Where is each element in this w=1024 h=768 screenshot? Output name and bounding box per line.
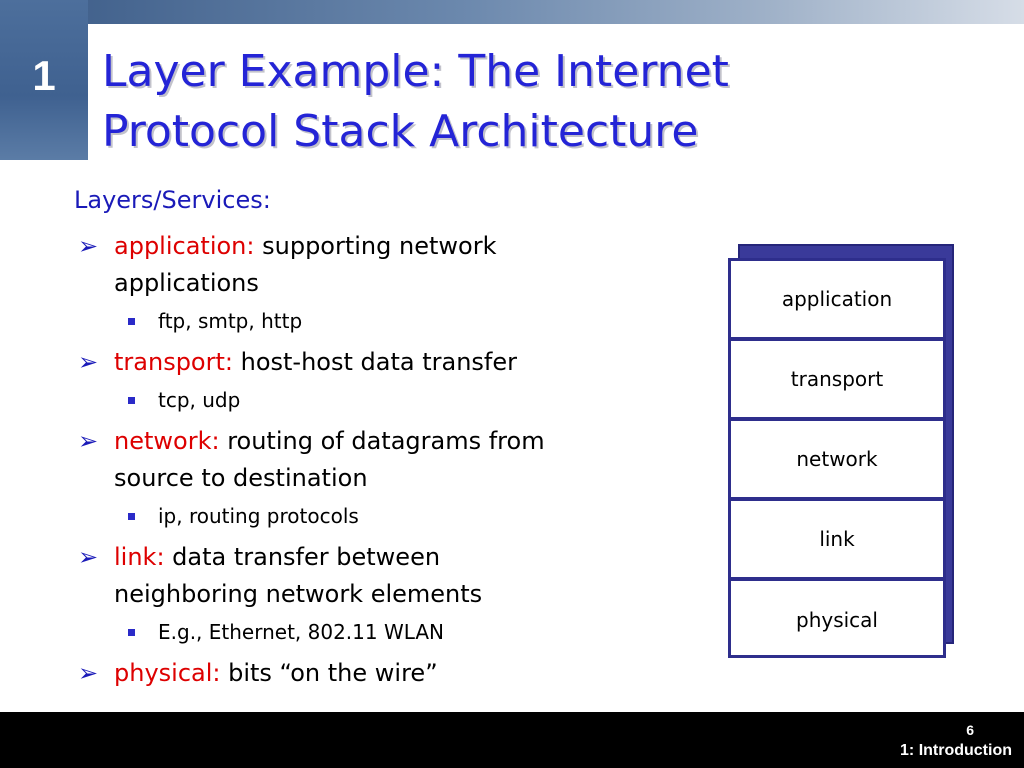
bullet-keyword: transport: — [114, 348, 233, 376]
bullet-transport: ➢ transport: host-host data transfer — [74, 344, 694, 381]
section-badge: 1 — [0, 0, 88, 160]
bullet-application: ➢ application: supporting network applic… — [74, 228, 694, 302]
header-band — [0, 0, 1024, 24]
bullet-keyword: network: — [114, 427, 220, 455]
arrow-bullet-icon: ➢ — [78, 348, 99, 376]
sub-bullet-text: ftp, smtp, http — [158, 309, 303, 333]
arrow-bullet-icon: ➢ — [78, 427, 99, 455]
bullet-text-cont: source to destination — [114, 464, 368, 492]
bullet-text: host-host data transfer — [232, 348, 517, 376]
square-bullet-icon — [128, 513, 135, 520]
square-bullet-icon — [128, 629, 135, 636]
sub-bullet-application: ftp, smtp, http — [74, 306, 694, 336]
chapter-label: 1: Introduction — [900, 742, 1012, 759]
bullet-text-cont: neighboring network elements — [114, 580, 483, 608]
protocol-stack-diagram: application transport network link physi… — [728, 258, 946, 658]
bullet-text-cont: applications — [114, 269, 259, 297]
sub-bullet-network: ip, routing protocols — [74, 501, 694, 531]
bullet-physical: ➢ physical: bits “on the wire” — [74, 655, 694, 692]
bullet-keyword: physical: — [114, 659, 221, 687]
square-bullet-icon — [128, 318, 135, 325]
stack-layer-physical: physical — [796, 608, 878, 632]
bullet-text: routing of datagrams from — [219, 427, 545, 455]
bullet-keyword: link: — [114, 543, 165, 571]
arrow-bullet-icon: ➢ — [78, 232, 99, 260]
layers-heading: Layers/Services: — [74, 186, 271, 214]
stack-layer-network: network — [731, 421, 943, 501]
bullet-text: bits “on the wire” — [220, 659, 438, 687]
bullet-keyword: application: — [114, 232, 255, 260]
bullet-list: Layers/Services: ➢ application: supporti… — [74, 186, 694, 692]
slide-title: Layer Example: The Internet Protocol Sta… — [102, 42, 729, 162]
bullet-text: data transfer between — [164, 543, 441, 571]
sub-bullet-transport: tcp, udp — [74, 385, 694, 415]
arrow-bullet-icon: ➢ — [78, 543, 99, 571]
square-bullet-icon — [128, 397, 135, 404]
footer-bar — [0, 712, 1024, 768]
stack-layer-application: application — [731, 261, 943, 341]
bullet-network: ➢ network: routing of datagrams from sou… — [74, 423, 694, 497]
sub-bullet-link: E.g., Ethernet, 802.11 WLAN — [74, 617, 694, 647]
title-line-2: Protocol Stack Architecture — [102, 106, 699, 157]
sub-bullet-text: E.g., Ethernet, 802.11 WLAN — [158, 620, 444, 644]
sub-bullet-text: tcp, udp — [158, 388, 241, 412]
title-line-1: Layer Example: The Internet — [102, 46, 729, 97]
page-number: 6 — [966, 722, 974, 738]
bullet-link: ➢ link: data transfer between neighborin… — [74, 539, 694, 613]
bullet-text: supporting network — [254, 232, 497, 260]
sub-bullet-text: ip, routing protocols — [158, 504, 359, 528]
stack-layer-transport: transport — [731, 341, 943, 421]
section-number: 1 — [32, 52, 56, 99]
arrow-bullet-icon: ➢ — [78, 659, 99, 687]
stack-layer-link: link — [731, 501, 943, 581]
